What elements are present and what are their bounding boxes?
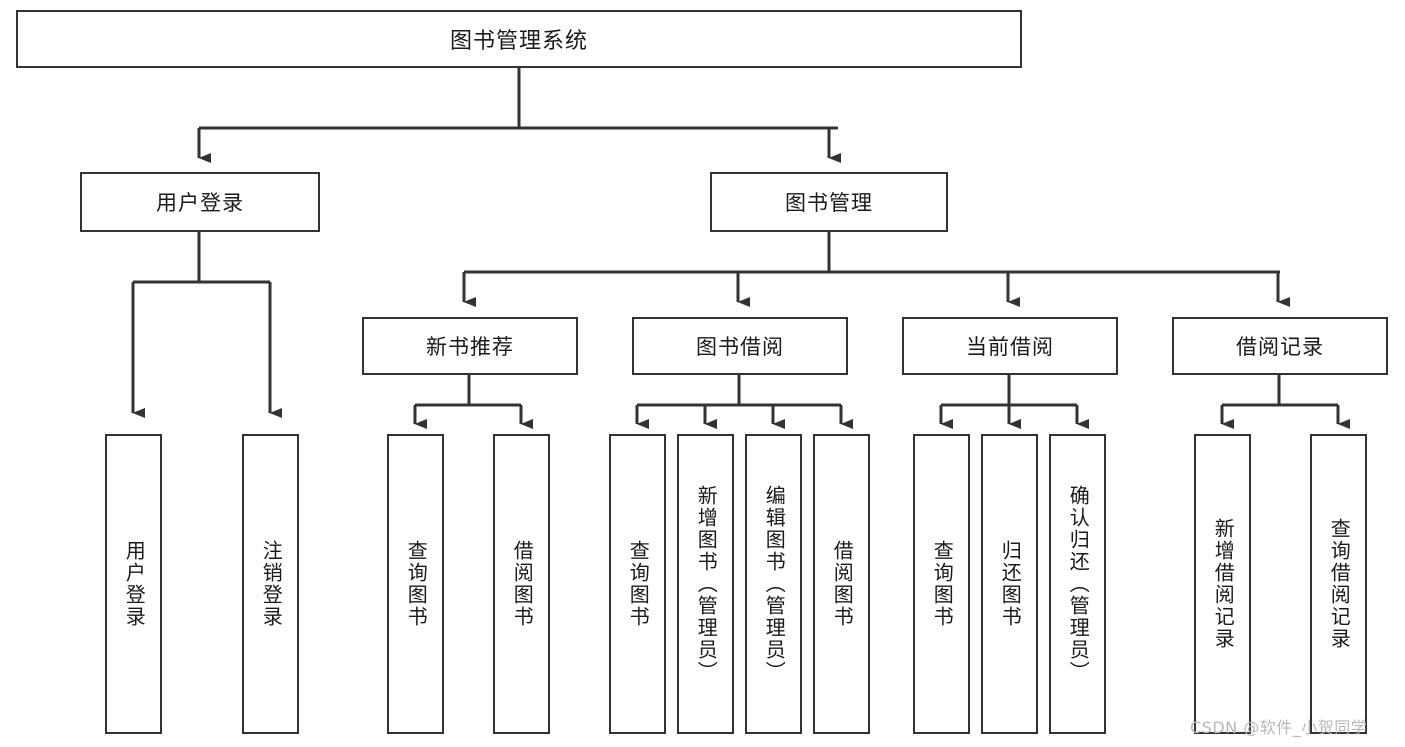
node-label: 图书管理 bbox=[785, 191, 873, 215]
node-label: 用户登录 bbox=[122, 540, 147, 628]
leaf-current-borrow-query-book[interactable]: 查询图书 bbox=[913, 434, 970, 734]
node-label: 新增图书（管理员） bbox=[694, 485, 719, 683]
leaf-borrow-record-query-record[interactable]: 查询借阅记录 bbox=[1310, 434, 1367, 734]
node-label: 查询图书 bbox=[404, 540, 429, 628]
leaf-book-borrow-query-book[interactable]: 查询图书 bbox=[609, 434, 666, 734]
leaf-user-login-signout[interactable]: 注销登录 bbox=[242, 434, 299, 734]
leaf-new-book-query-book[interactable]: 查询图书 bbox=[387, 434, 444, 734]
node-label: 新增借阅记录 bbox=[1211, 518, 1236, 650]
node-user-login[interactable]: 用户登录 bbox=[80, 172, 320, 232]
node-label: 借阅图书 bbox=[510, 540, 535, 628]
node-new-book-recommend[interactable]: 新书推荐 bbox=[362, 317, 578, 375]
csdn-watermark: CSDN @软件_小贺同学 bbox=[1190, 718, 1368, 737]
node-label: 注销登录 bbox=[259, 540, 284, 628]
node-label: 用户登录 bbox=[156, 191, 244, 215]
leaf-book-borrow-edit-book-admin[interactable]: 编辑图书（管理员） bbox=[745, 434, 802, 734]
node-label: 查询图书 bbox=[626, 540, 651, 628]
node-label: 查询图书 bbox=[930, 540, 955, 628]
node-label: 图书管理系统 bbox=[449, 29, 588, 54]
node-borrow-record[interactable]: 借阅记录 bbox=[1172, 317, 1388, 375]
node-label: 编辑图书（管理员） bbox=[762, 485, 787, 683]
node-current-borrow[interactable]: 当前借阅 bbox=[902, 317, 1118, 375]
leaf-book-borrow-borrow-book[interactable]: 借阅图书 bbox=[813, 434, 870, 734]
node-book-management[interactable]: 图书管理 bbox=[710, 172, 948, 232]
node-label: 借阅图书 bbox=[830, 540, 855, 628]
node-label: 借阅记录 bbox=[1236, 335, 1324, 359]
leaf-book-borrow-add-book-admin[interactable]: 新增图书（管理员） bbox=[677, 434, 734, 734]
node-label: 归还图书 bbox=[998, 540, 1023, 628]
leaf-current-borrow-confirm-return-admin[interactable]: 确认归还（管理员） bbox=[1049, 434, 1106, 734]
node-label: 新书推荐 bbox=[426, 335, 514, 359]
node-book-borrow[interactable]: 图书借阅 bbox=[632, 317, 848, 375]
node-label: 当前借阅 bbox=[966, 335, 1054, 359]
leaf-current-borrow-return-book[interactable]: 归还图书 bbox=[981, 434, 1038, 734]
node-label: 确认归还（管理员） bbox=[1066, 485, 1091, 683]
node-root-book-management-system[interactable]: 图书管理系统 bbox=[16, 10, 1022, 68]
leaf-new-book-borrow-book[interactable]: 借阅图书 bbox=[493, 434, 550, 734]
leaf-borrow-record-add-record[interactable]: 新增借阅记录 bbox=[1194, 434, 1251, 734]
leaf-user-login-signin[interactable]: 用户登录 bbox=[105, 434, 162, 734]
node-label: 查询借阅记录 bbox=[1327, 518, 1352, 650]
node-label: 图书借阅 bbox=[696, 335, 784, 359]
